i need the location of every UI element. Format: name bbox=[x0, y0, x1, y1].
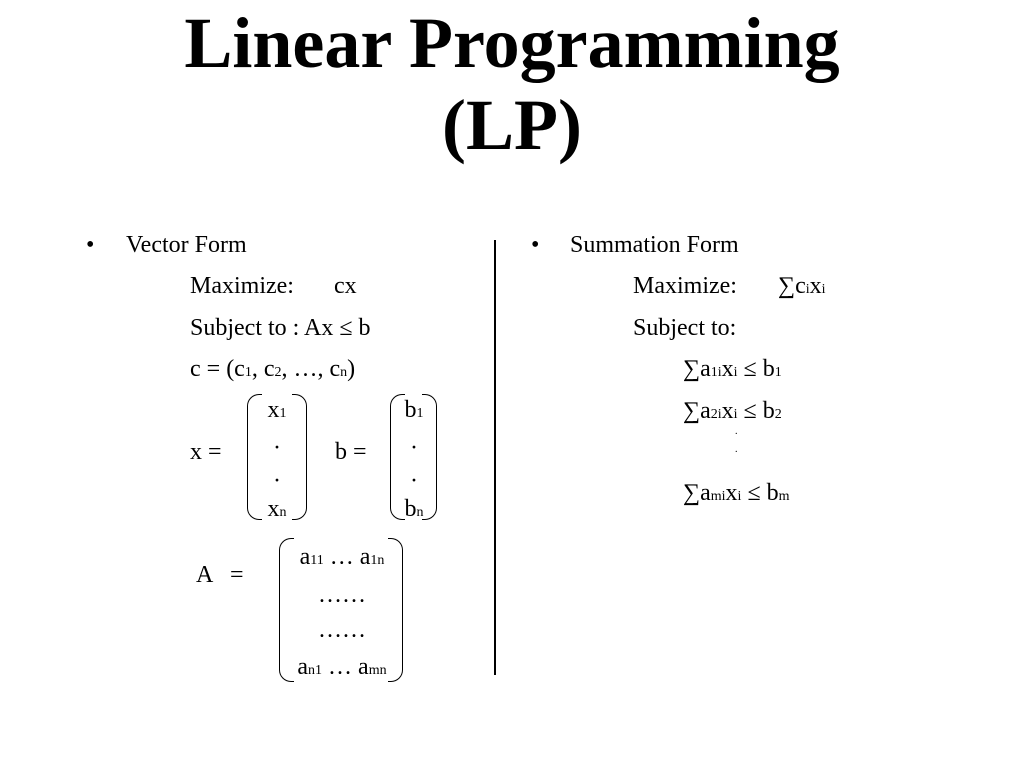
constraint-2: ∑a2ixi ≤ b2 bbox=[683, 398, 782, 424]
slide-title: Linear Programming (LP) bbox=[0, 0, 1024, 166]
x-vector-dot-1: · bbox=[273, 435, 281, 461]
summation-maximize-expr: ∑cixi bbox=[778, 273, 826, 299]
x-vector-top: x1 bbox=[267, 397, 287, 423]
vector-subject-to: Subject to : Ax ≤ b bbox=[190, 315, 371, 341]
summation-form-heading: Summation Form bbox=[570, 232, 739, 258]
a-matrix-row-3: …… bbox=[318, 617, 366, 643]
b-vector-bottom: bn bbox=[404, 496, 424, 522]
summation-maximize-label: Maximize: bbox=[633, 273, 737, 299]
bullet-summation: • bbox=[531, 232, 540, 258]
b-vector-dot-1: · bbox=[410, 435, 418, 461]
x-vector-dot-2: · bbox=[273, 468, 281, 494]
title-line-1: Linear Programming bbox=[184, 3, 840, 83]
constraint-m: ∑amixi ≤ bm bbox=[683, 480, 790, 506]
x-vector-label: x = bbox=[190, 439, 222, 465]
vertical-dot-1: . bbox=[735, 426, 738, 437]
b-vector-label: b = bbox=[335, 439, 367, 465]
column-divider bbox=[494, 240, 496, 675]
x-vector-bottom: xn bbox=[267, 496, 287, 522]
vector-maximize-expr: cx bbox=[334, 273, 357, 299]
a-matrix-label: A = bbox=[196, 562, 244, 588]
vector-form-heading: Vector Form bbox=[126, 232, 247, 258]
b-vector-top: b1 bbox=[404, 397, 424, 423]
vector-maximize-label: Maximize: bbox=[190, 273, 294, 299]
a-matrix-row-2: …… bbox=[318, 582, 366, 608]
title-line-2: (LP) bbox=[442, 85, 582, 165]
c-vector-definition: c = (c1, c2, …, cn) bbox=[190, 356, 356, 382]
a-matrix-row-1: a11 … a1n bbox=[299, 544, 385, 570]
constraint-1: ∑a1ixi ≤ b1 bbox=[683, 356, 782, 382]
vertical-dot-2: . bbox=[735, 444, 738, 455]
summation-subject-to: Subject to: bbox=[633, 315, 737, 341]
bullet-vector: • bbox=[86, 232, 95, 258]
a-matrix-row-4: an1 … amn bbox=[297, 654, 387, 680]
b-vector-dot-2: · bbox=[410, 468, 418, 494]
